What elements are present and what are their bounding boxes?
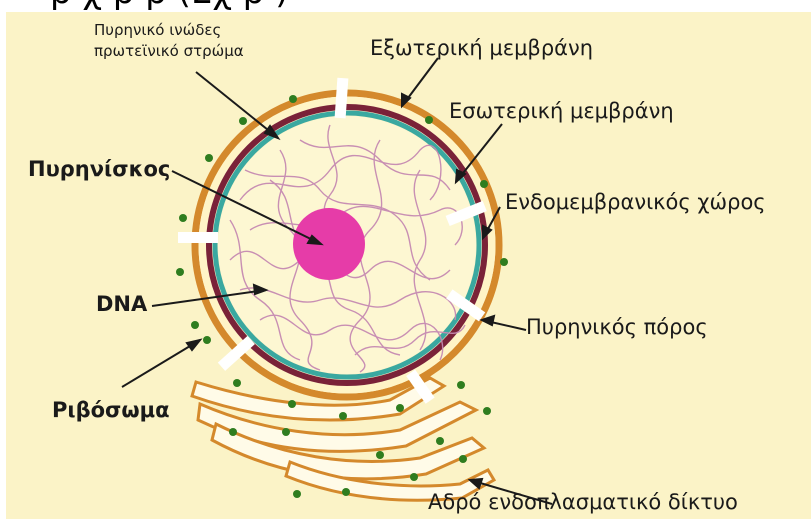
nuclear-pore xyxy=(178,232,218,243)
ribosome xyxy=(293,490,301,498)
nucleolus xyxy=(293,208,365,280)
ribosome xyxy=(459,455,467,463)
ribosome xyxy=(203,336,211,344)
label-nuclear-lamina-line-1: Πυρηνικό ινώδες xyxy=(94,20,244,41)
ribosome xyxy=(376,451,384,459)
ribosome xyxy=(282,428,290,436)
label-nuclear-lamina-line-2: πρωτεϊνικό στρώμα xyxy=(94,41,244,62)
ribosome xyxy=(457,381,465,389)
top-caption: ρ χ ρ ρ (Σχ ρ ) xyxy=(50,0,288,14)
ribosome xyxy=(339,412,347,420)
ribosome xyxy=(229,428,237,436)
label-ribosome: Ριβόσωμα xyxy=(52,398,170,422)
ribosome xyxy=(179,214,187,222)
label-nuclear-pore: Πυρηνικός πόρος xyxy=(526,315,708,339)
ribosome xyxy=(239,117,247,125)
ribosome xyxy=(500,258,508,266)
ribosome xyxy=(205,154,213,162)
ribosome xyxy=(288,400,296,408)
label-dna: DNA xyxy=(96,292,147,316)
ribosome xyxy=(425,116,433,124)
ribosome xyxy=(480,180,488,188)
ribosome xyxy=(483,407,491,415)
label-nuclear-lamina: Πυρηνικό ινώδες πρωτεϊνικό στρώμα xyxy=(94,20,244,62)
label-rough-er: Αδρό ενδοπλασματικό δίκτυο xyxy=(428,490,738,514)
label-nucleolus: Πυρηνίσκος xyxy=(28,157,170,181)
ribosome xyxy=(289,95,297,103)
label-outer-membrane: Εξωτερική μεμβράνη xyxy=(370,36,593,60)
ribosome xyxy=(233,379,241,387)
ribosome xyxy=(396,404,404,412)
ribosome xyxy=(436,437,444,445)
label-perinuclear-space: Ενδομεμβρανικός χώρος xyxy=(505,190,766,214)
ribosome xyxy=(191,321,199,329)
ribosome xyxy=(176,268,184,276)
label-inner-membrane: Εσωτερική μεμβράνη xyxy=(449,99,674,123)
ribosome xyxy=(410,473,418,481)
ribosome xyxy=(342,488,350,496)
